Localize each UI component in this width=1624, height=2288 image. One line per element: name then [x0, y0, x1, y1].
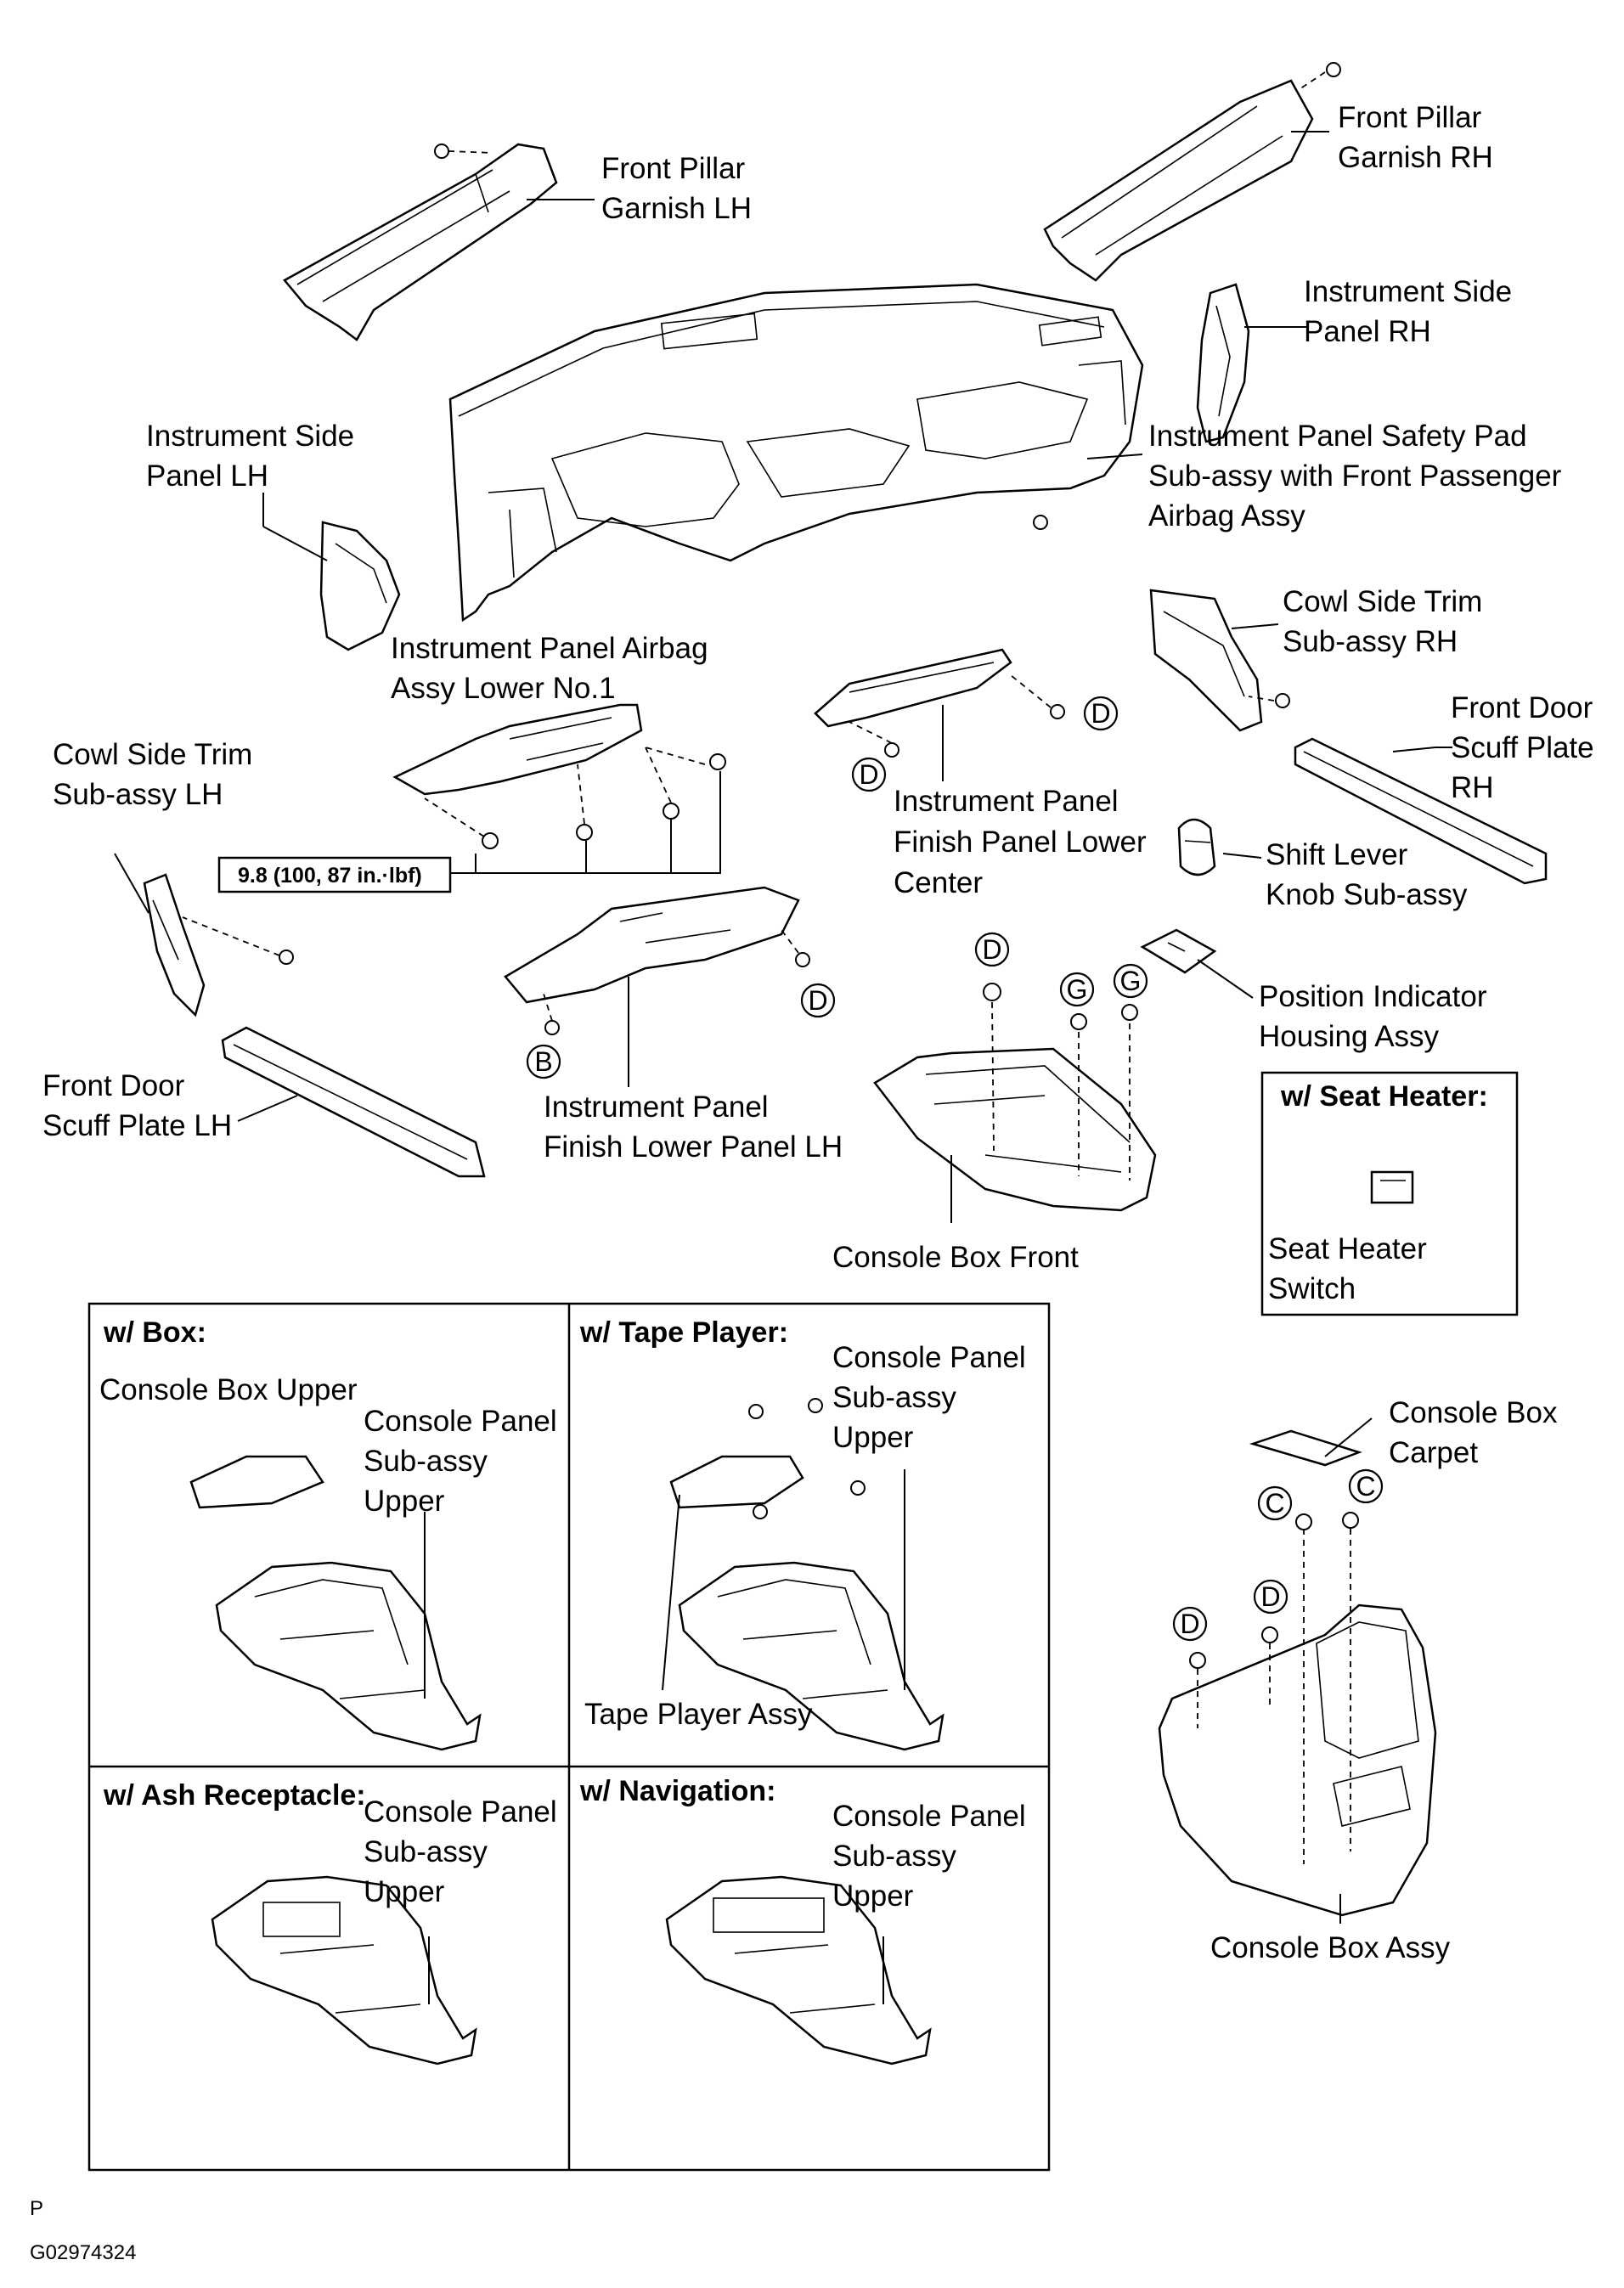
svg-text:D: D: [1260, 1581, 1280, 1612]
front-door-scuff-plate-lh-part: [221, 1026, 486, 1178]
instrument-side-panel-lh-part: [319, 521, 401, 651]
header-w-ash-receptacle: w/ Ash Receptacle:: [103, 1779, 366, 1812]
callout-d-5: D: [1253, 1579, 1288, 1615]
svg-text:G: G: [1120, 966, 1142, 996]
svg-text:C: C: [1265, 1488, 1284, 1519]
cowl-side-trim-lh-part: [143, 873, 294, 1017]
label-console-panel-upper-navigation: Console Panel Sub-assy Upper: [832, 1800, 1034, 1913]
label-console-panel-upper-tape: Console Panel Sub-assy Upper: [832, 1341, 1034, 1454]
instrument-panel-finish-lower-center-part: [814, 648, 1065, 758]
svg-text:D: D: [859, 759, 878, 790]
callout-d-6: D: [1172, 1606, 1208, 1642]
label-instrument-panel-safety-pad: Instrument Panel Safety Pad Sub-assy wit…: [1148, 420, 1570, 533]
label-instrument-side-panel-rh: Instrument Side Panel RH: [1304, 275, 1520, 348]
callout-d-2: D: [851, 757, 887, 792]
label-console-box-carpet: Console Box Carpet: [1389, 1396, 1565, 1469]
label-console-box-upper: Console Box Upper: [99, 1373, 358, 1406]
console-panel-ash-variant-part: [211, 1875, 477, 2065]
shift-lever-knob-part: [1177, 818, 1216, 876]
callout-c-1: C: [1257, 1485, 1293, 1521]
label-front-pillar-garnish-lh: Front Pillar Garnish LH: [601, 152, 753, 225]
callout-d-3: D: [800, 983, 836, 1018]
console-box-assy-part: [1158, 1512, 1437, 1917]
label-shift-lever-knob: Shift Lever Knob Sub-assy: [1266, 838, 1468, 911]
torque-spec: 9.8 (100, 87 in.·lbf): [238, 864, 422, 888]
callout-g-1: G: [1059, 972, 1095, 1007]
svg-text:D: D: [1180, 1609, 1199, 1639]
callout-c-2: C: [1348, 1468, 1384, 1504]
callout-b: B: [526, 1044, 561, 1079]
svg-text:G: G: [1067, 974, 1088, 1005]
svg-text:D: D: [1091, 698, 1110, 729]
label-cowl-side-trim-lh: Cowl Side Trim Sub-assy LH: [53, 738, 261, 811]
console-box-front-part: [873, 983, 1157, 1212]
leader-lines: [114, 131, 1452, 2004]
instrument-panel-finish-lower-lh-part: [504, 886, 810, 1035]
footer-code: P: [30, 2197, 43, 2220]
header-w-navigation: w/ Navigation:: [579, 1775, 775, 1807]
svg-text:D: D: [808, 985, 827, 1016]
figure-id: G02974324: [30, 2241, 136, 2264]
label-front-door-scuff-plate-rh: Front Door Scuff Plate RH: [1451, 691, 1602, 804]
seat-heater-switch-part: [1370, 1170, 1414, 1204]
label-front-door-scuff-plate-lh: Front Door Scuff Plate LH: [42, 1069, 232, 1142]
label-instrument-panel-finish-lower-center: Instrument Panel Finish Panel Lower Cent…: [894, 785, 1154, 899]
instrument-side-panel-rh-part: [1196, 283, 1250, 443]
callout-g-2: G: [1113, 963, 1148, 999]
instrument-panel-safety-pad-part: [448, 283, 1144, 623]
label-console-panel-upper-box: Console Panel Sub-assy Upper: [364, 1405, 565, 1518]
seat-heater-box: [1260, 1071, 1519, 1316]
label-position-indicator-housing: Position Indicator Housing Assy: [1259, 980, 1495, 1053]
svg-text:B: B: [534, 1046, 552, 1077]
label-front-pillar-garnish-rh: Front Pillar Garnish RH: [1338, 101, 1493, 174]
label-instrument-panel-finish-lower-lh: Instrument Panel Finish Lower Panel LH: [544, 1090, 843, 1164]
position-indicator-housing-part: [1140, 928, 1217, 974]
header-w-box: w/ Box:: [103, 1316, 206, 1349]
front-door-scuff-plate-rh-part: [1294, 737, 1548, 885]
label-console-panel-upper-ash: Console Panel Sub-assy Upper: [364, 1795, 565, 1908]
console-panel-tape-variant-part: [669, 1398, 945, 1751]
label-cowl-side-trim-rh: Cowl Side Trim Sub-assy RH: [1283, 585, 1491, 658]
label-console-box-front: Console Box Front: [832, 1241, 1079, 1274]
label-console-box-assy: Console Box Assy: [1210, 1931, 1451, 1964]
svg-text:D: D: [982, 934, 1001, 965]
callout-d-1: D: [1083, 696, 1119, 731]
front-pillar-garnish-rh-part: [1043, 62, 1341, 282]
header-w-tape-player: w/ Tape Player:: [579, 1316, 788, 1349]
torque-box: [217, 856, 452, 893]
label-seat-heater-switch: Seat Heater Switch: [1268, 1232, 1435, 1305]
svg-text:C: C: [1356, 1471, 1375, 1502]
label-tape-player-assy: Tape Player Assy: [584, 1698, 813, 1731]
variant-grid: [87, 1302, 1051, 2172]
label-instrument-panel-airbag-lower: Instrument Panel Airbag Assy Lower No.1: [391, 632, 716, 705]
callout-d-4: D: [974, 932, 1010, 967]
console-panel-box-variant-part: [189, 1455, 482, 1751]
label-instrument-side-panel-lh: Instrument Side Panel LH: [146, 420, 363, 493]
console-box-carpet-part: [1249, 1429, 1362, 1467]
instrument-panel-airbag-lower-part: [392, 703, 726, 849]
header-seat-heater: w/ Seat Heater:: [1280, 1080, 1488, 1113]
console-panel-navigation-variant-part: [665, 1875, 932, 2065]
front-pillar-garnish-lh-part: [283, 143, 558, 341]
cowl-side-trim-rh-part: [1149, 589, 1290, 732]
